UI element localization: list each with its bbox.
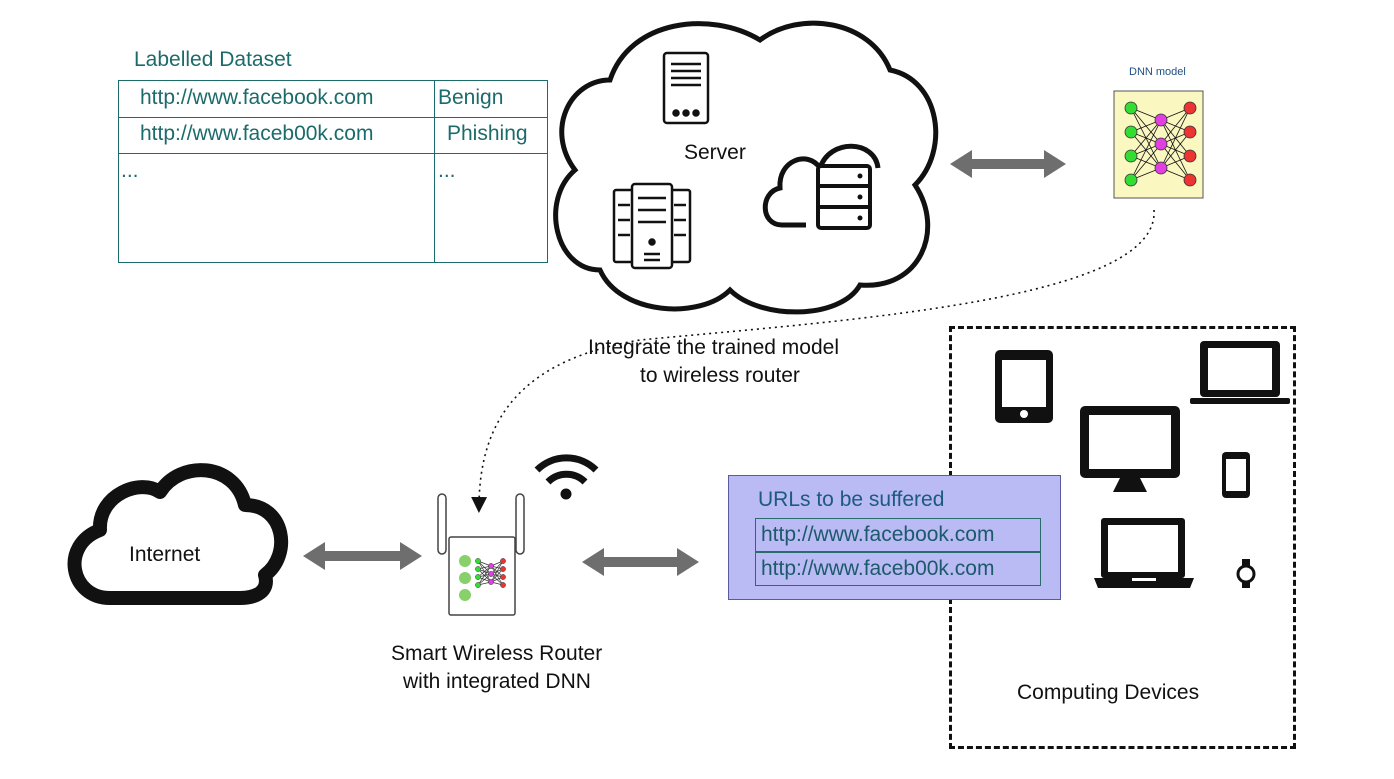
integrate-label-line1: Integrate the trained model [588,336,839,359]
urls-to-filter-box: URLs to be suffered http://www.facebook.… [728,475,1061,600]
wifi-icon [534,454,599,500]
url-row: http://www.faceb00k.com [755,552,1041,586]
model-label: DNN model [1129,66,1186,78]
tower-server-icon [662,51,710,125]
smartwatch-icon [1236,559,1256,588]
dataset-label-cell: Benign [438,86,504,109]
router-icon [437,493,525,616]
dataset-title: Labelled Dataset [134,48,292,71]
dataset-url-cell: http://www.facebook.com [140,86,374,109]
router-label-line1: Smart Wireless Router [391,642,603,665]
dataset-table: http://www.facebook.com Benign http://ww… [118,80,548,263]
internet-cloud-shape [67,463,289,605]
urls-box-title: URLs to be suffered [758,488,945,511]
url-row: http://www.facebook.com [755,518,1041,552]
laptop-icon [1190,341,1290,404]
desktop-monitor-icon [1080,406,1180,492]
dataset-url-cell: http://www.faceb00k.com [140,122,374,145]
server-model-arrow [950,150,1066,178]
dataset-label-cell: ... [438,159,456,182]
server-rack-icon [612,182,692,270]
internet-label: Internet [129,543,201,566]
router-urls-arrow [582,548,699,576]
integration-dotted-curve [471,209,1155,513]
integrate-label-line2: to wireless router [640,364,800,387]
internet-router-arrow [303,542,422,570]
server-label: Server [684,141,746,164]
cloud-storage-icon [762,143,881,230]
router-label-line2: with integrated DNN [403,670,591,693]
devices-label: Computing Devices [1017,681,1200,704]
tablet-icon [995,350,1053,423]
dataset-label-cell: Phishing [447,122,528,145]
dnn-model-icon [1113,90,1204,199]
dataset-url-cell: ... [121,159,139,182]
notebook-icon [1094,518,1194,588]
smartphone-icon [1222,452,1250,498]
